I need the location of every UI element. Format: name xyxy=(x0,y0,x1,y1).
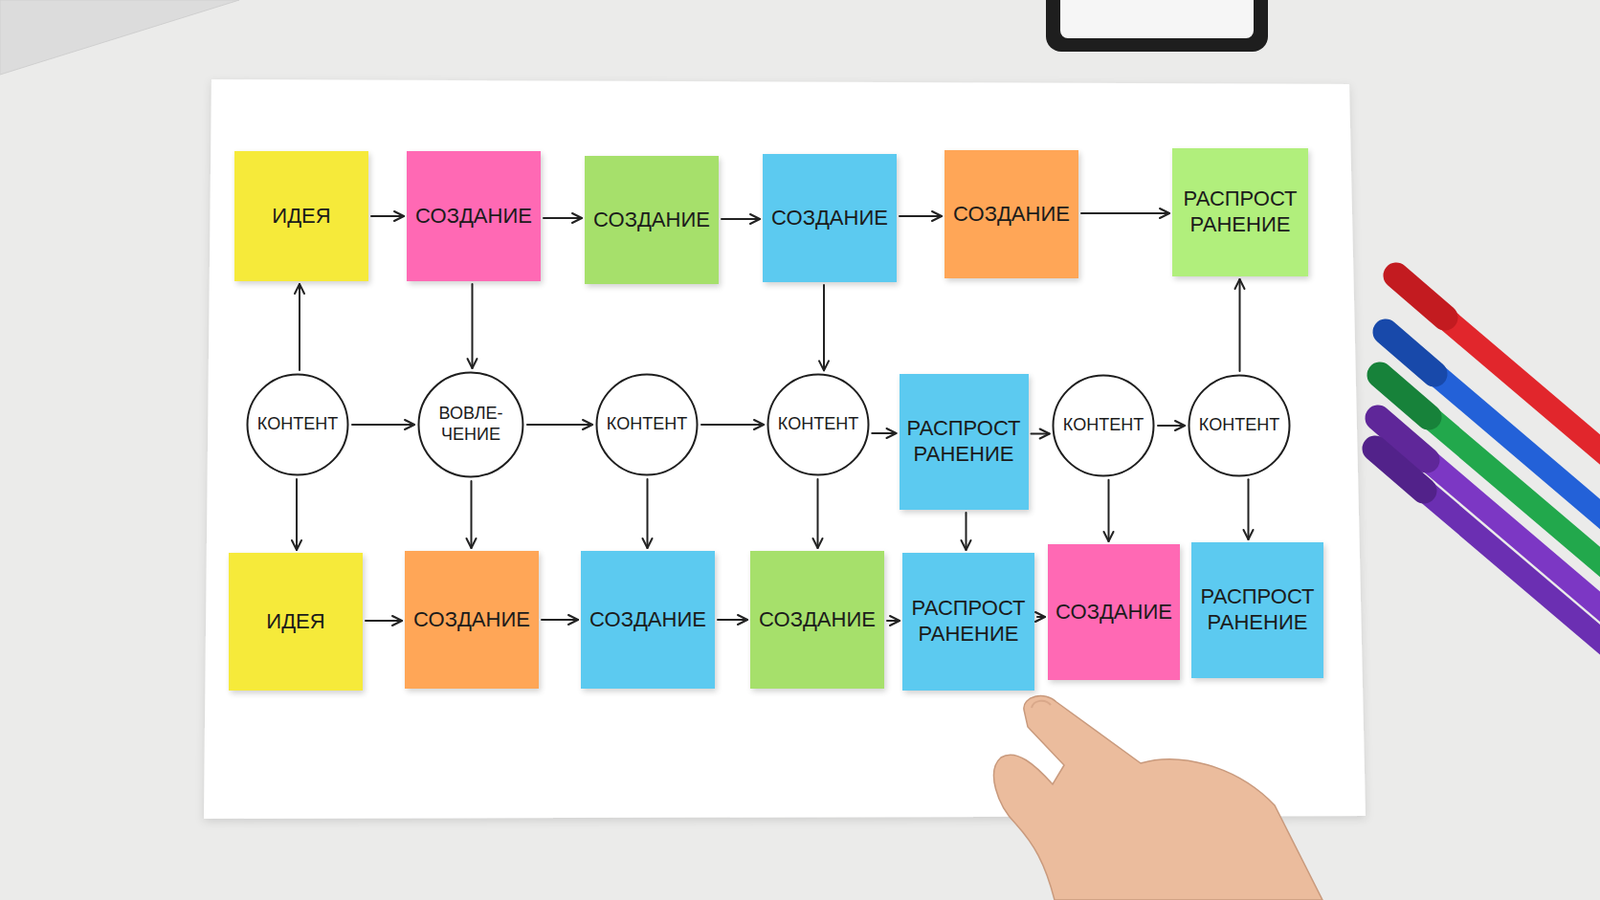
circle-label: КОНТЕНТ xyxy=(253,414,342,436)
circle-label: КОНТЕНТ xyxy=(774,414,863,436)
blue-marker-cap xyxy=(1385,332,1435,375)
flow-arrow xyxy=(352,423,415,426)
sticky-note: ИДЕЯ xyxy=(228,553,363,691)
note-label: СОЗДАНИЕ xyxy=(412,607,532,634)
sticky-note: РАСПРОСТ РАНЕНИЕ xyxy=(899,374,1029,511)
sticky-note: СОЗДАНИЕ xyxy=(750,551,885,689)
red-marker-cap xyxy=(1396,275,1445,318)
flow-arrow xyxy=(1247,479,1250,540)
content-circle: КОНТЕНТ xyxy=(1187,374,1291,478)
circle-label: КОНТЕНТ xyxy=(1195,415,1284,437)
flow-arrow xyxy=(887,620,900,623)
tablet xyxy=(1045,0,1268,52)
note-label: СОЗДАНИЕ xyxy=(952,201,1071,228)
flow-arrow xyxy=(469,481,472,549)
flow-arrow xyxy=(295,479,298,551)
note-label: СОЗДАНИЕ xyxy=(414,203,534,230)
circle-outline-stroke xyxy=(247,375,349,476)
content-circle: КОНТЕНТ xyxy=(245,373,350,477)
note-label: РАСПРОСТ РАНЕНИЕ xyxy=(910,596,1027,648)
content-circle: ВОВЛЕ- ЧЕНИЕ xyxy=(417,371,525,479)
circle-label: КОНТЕНТ xyxy=(602,414,691,436)
flow-arrow xyxy=(721,218,760,221)
flow-arrow xyxy=(1031,433,1050,436)
sticky-note: СОЗДАНИЕ xyxy=(944,150,1079,279)
note-label: СОЗДАНИЕ xyxy=(1055,600,1173,626)
sticky-note: РАСПРОСТ РАНЕНИЕ xyxy=(1191,542,1324,679)
flow-arrow xyxy=(470,284,473,369)
note-label: СОЗДАНИЕ xyxy=(592,207,712,234)
flow-arrow xyxy=(543,217,582,220)
flow-arrow xyxy=(871,432,896,435)
note-label: СОЗДАНИЕ xyxy=(770,205,889,232)
sticky-note: СОЗДАНИЕ xyxy=(584,155,719,285)
purple-marker xyxy=(1419,486,1600,711)
flow-arrow xyxy=(371,215,404,218)
flow-arrow xyxy=(822,285,825,371)
content-circle: КОНТЕНТ xyxy=(766,373,870,477)
note-label: СОЗДАНИЕ xyxy=(757,607,877,634)
note-label: ИДЕЯ xyxy=(236,609,356,636)
sticky-note: СОЗДАНИЕ xyxy=(762,154,897,283)
circle-outline-stroke xyxy=(768,375,869,476)
flow-arrow xyxy=(817,479,820,549)
flow-arrow xyxy=(717,619,748,622)
flow-arrow xyxy=(1108,480,1111,542)
flow-arrow xyxy=(965,512,968,551)
note-label: СОЗДАНИЕ xyxy=(588,607,708,634)
sticky-note: СОЗДАНИЕ xyxy=(406,151,541,282)
markers xyxy=(1375,275,1600,711)
content-circle: КОНТЕНТ xyxy=(595,373,699,477)
flow-arrow xyxy=(1157,424,1185,427)
laptop-corner xyxy=(0,0,240,75)
flow-arrow xyxy=(365,620,402,623)
note-label: РАСПРОСТ РАНЕНИЕ xyxy=(1199,584,1316,637)
flow-arrow xyxy=(1037,616,1045,619)
note-label: РАСПРОСТ РАНЕНИЕ xyxy=(907,416,1022,468)
sticky-note: СОЗДАНИЕ xyxy=(404,551,539,689)
circle-label: ВОВЛЕ- ЧЕНИЕ xyxy=(424,403,517,446)
flow-arrow xyxy=(298,284,301,371)
content-circle: КОНТЕНТ xyxy=(1051,374,1156,478)
purple-marker-cap xyxy=(1375,448,1424,491)
hand xyxy=(994,696,1323,900)
flow-arrow xyxy=(527,423,593,426)
note-label: РАСПРОСТ РАНЕНИЕ xyxy=(1179,186,1301,239)
note-label: ИДЕЯ xyxy=(242,203,361,230)
sticky-note: РАСПРОСТ РАНЕНИЕ xyxy=(902,553,1035,691)
flow-arrow xyxy=(701,423,764,426)
circle-outline-stroke xyxy=(597,375,698,476)
circle-outline-stroke xyxy=(1053,376,1155,477)
sticky-note: ИДЕЯ xyxy=(234,151,369,282)
sticky-note: СОЗДАНИЕ xyxy=(580,551,715,689)
paper-sheet xyxy=(203,79,1366,820)
flow-arrow xyxy=(899,215,942,218)
circle-outline-stroke xyxy=(1189,376,1290,477)
flow-arrow xyxy=(1239,279,1242,372)
circle-label: КОНТЕНТ xyxy=(1059,415,1148,437)
flow-arrow xyxy=(1081,212,1170,215)
sticky-note: РАСПРОСТ РАНЕНИЕ xyxy=(1172,148,1309,277)
flow-arrow xyxy=(541,619,578,622)
flow-arrow xyxy=(646,479,649,549)
circle-outline-stroke xyxy=(419,373,524,478)
fingernail xyxy=(1031,701,1051,709)
sticky-note: СОЗДАНИЕ xyxy=(1047,544,1180,681)
